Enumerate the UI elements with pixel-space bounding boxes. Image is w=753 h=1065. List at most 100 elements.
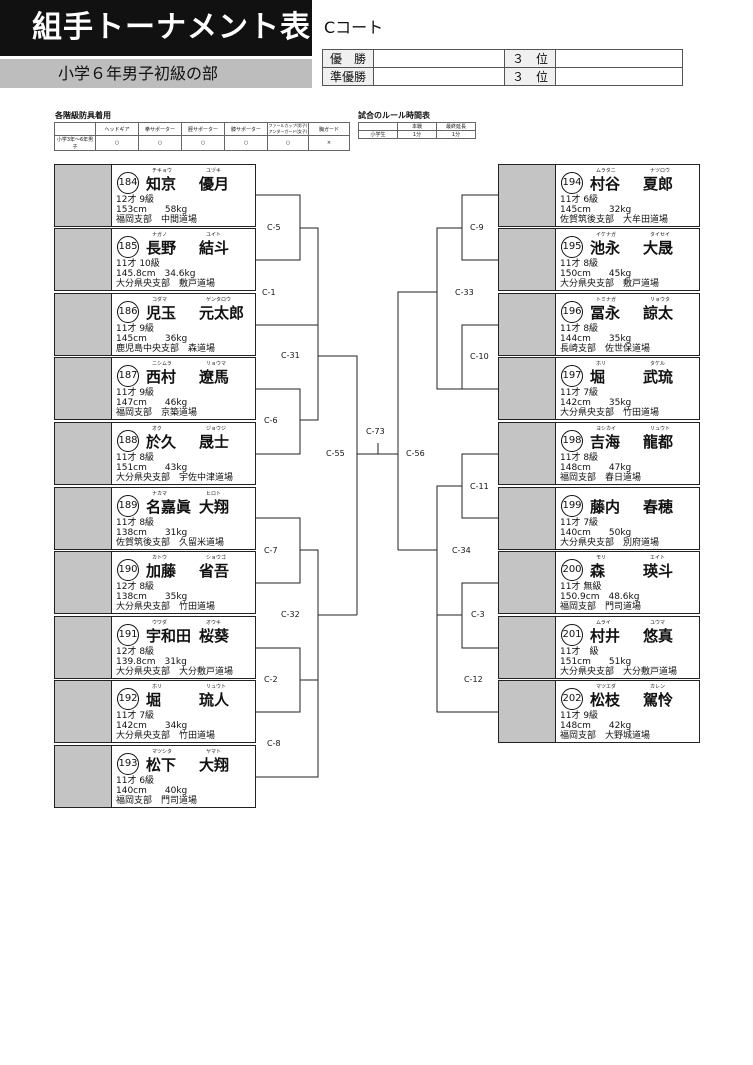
age-grade: 11才 8級	[560, 259, 599, 269]
family-name-kana: コダマ	[152, 297, 168, 303]
club: 福岡支部 中間道場	[116, 215, 198, 225]
armor-table: ヘッドギア 拳サポーター 脛サポーター 膝サポーター ファールカップ(男子) ア…	[54, 122, 350, 151]
rules-cell: 1分	[436, 130, 476, 139]
armor-title: 各階級防具着用	[55, 111, 111, 120]
competitor-number: 194	[561, 172, 583, 194]
match-c7: C-7	[264, 546, 278, 555]
given-name-kana: リョウマ	[206, 361, 227, 367]
family-name-kana: マツエダ	[596, 684, 617, 690]
height-weight: 145cm 32kg	[560, 205, 632, 215]
club: 鹿児島中央支部 森道場	[116, 344, 216, 354]
age-grade: 11才 9級	[116, 388, 155, 398]
given-name-kana: ユイト	[206, 232, 222, 238]
score-box	[499, 552, 556, 613]
competitor-number: 197	[561, 365, 583, 387]
match-c56: C-56	[406, 449, 425, 458]
given-name-kana: リュウト	[206, 684, 227, 690]
given-name: 遼馬	[199, 368, 230, 386]
given-name: 琉人	[199, 691, 230, 709]
club: 福岡支部 京築道場	[116, 408, 198, 418]
age-grade: 11才 10級	[116, 259, 160, 269]
family-name: 池永	[590, 239, 621, 257]
division-subtitle: 小学６年男子初級の部	[0, 59, 312, 88]
given-name-kana: リョウタ	[650, 297, 671, 303]
age-grade: 11才 級	[560, 647, 599, 657]
score-box	[55, 294, 112, 355]
given-name: 駕怜	[643, 691, 674, 709]
family-name-kana: モリ	[596, 555, 607, 561]
score-box	[499, 229, 556, 290]
height-weight: 140cm 40kg	[116, 786, 188, 796]
family-name: 於久	[146, 433, 177, 451]
competitor-number: 186	[117, 301, 139, 323]
height-weight: 142cm 35kg	[560, 398, 632, 408]
club: 大分県央支部 敷戸道場	[560, 279, 660, 289]
match-c3: C-3	[471, 610, 485, 619]
family-name: 西村	[146, 368, 177, 386]
competitor-number: 190	[117, 559, 139, 581]
family-name: 松枝	[590, 691, 621, 709]
score-box	[55, 423, 112, 484]
family-name-kana: カトウ	[152, 555, 168, 561]
given-name-kana: ユウマ	[650, 620, 666, 626]
match-c9: C-9	[470, 223, 484, 232]
club: 佐賀筑後支部 大牟田道場	[560, 215, 669, 225]
match-c31: C-31	[281, 351, 300, 360]
given-name: 大翔	[199, 498, 230, 516]
given-name-kana: タケル	[650, 361, 666, 367]
club: 福岡支部 春日道場	[560, 473, 642, 483]
competitor-number: 185	[117, 236, 139, 258]
competitor-number: 200	[561, 559, 583, 581]
family-name: 知京	[146, 175, 177, 193]
given-name: 春穂	[643, 498, 674, 516]
club: 大分県央支部 大分敷戸道場	[116, 667, 234, 677]
height-weight: 151cm 51kg	[560, 657, 632, 667]
runner-up-label: 準優勝	[322, 67, 374, 86]
given-name: 桜葵	[199, 627, 230, 645]
third-field-2	[555, 67, 683, 86]
score-box	[499, 617, 556, 678]
club: 大分県央支部 大分敷戸道場	[560, 667, 678, 677]
club: 福岡支部 門司道場	[560, 602, 642, 612]
given-name: 諒太	[643, 304, 674, 322]
height-weight: 148cm 47kg	[560, 463, 632, 473]
match-c8: C-8	[267, 739, 281, 748]
family-name-kana: ムラタニ	[596, 168, 616, 174]
age-grade: 11才 8級	[560, 324, 599, 334]
age-grade: 11才 8級	[116, 453, 155, 463]
score-box	[55, 617, 112, 678]
height-weight: 153cm 58kg	[116, 205, 188, 215]
competitor-number: 187	[117, 365, 139, 387]
results-table: 優 勝 ３ 位 準優勝 ３ 位	[322, 49, 683, 86]
given-name: 瑛斗	[643, 562, 674, 580]
family-name-kana: ヨシカイ	[596, 426, 617, 432]
club: 福岡支部 大野城道場	[560, 731, 651, 741]
given-name-kana: ユヅキ	[206, 168, 222, 174]
family-name-kana: ホリ	[152, 684, 163, 690]
age-grade: 11才 7級	[560, 518, 599, 528]
family-name: 村井	[590, 627, 621, 645]
score-box	[499, 358, 556, 419]
age-grade: 11才 9級	[116, 324, 155, 334]
match-c34: C-34	[452, 546, 471, 555]
age-grade: 11才 7級	[116, 711, 155, 721]
club: 大分県央支部 竹田道場	[560, 408, 660, 418]
competitor-number: 191	[117, 624, 139, 646]
match-c1: C-1	[262, 288, 276, 297]
given-name: 大晟	[643, 239, 674, 257]
height-weight: 145cm 36kg	[116, 334, 188, 344]
given-name: 夏郎	[643, 175, 674, 193]
height-weight: 148cm 42kg	[560, 721, 632, 731]
match-c11: C-11	[470, 482, 489, 491]
match-c10: C-10	[470, 352, 489, 361]
